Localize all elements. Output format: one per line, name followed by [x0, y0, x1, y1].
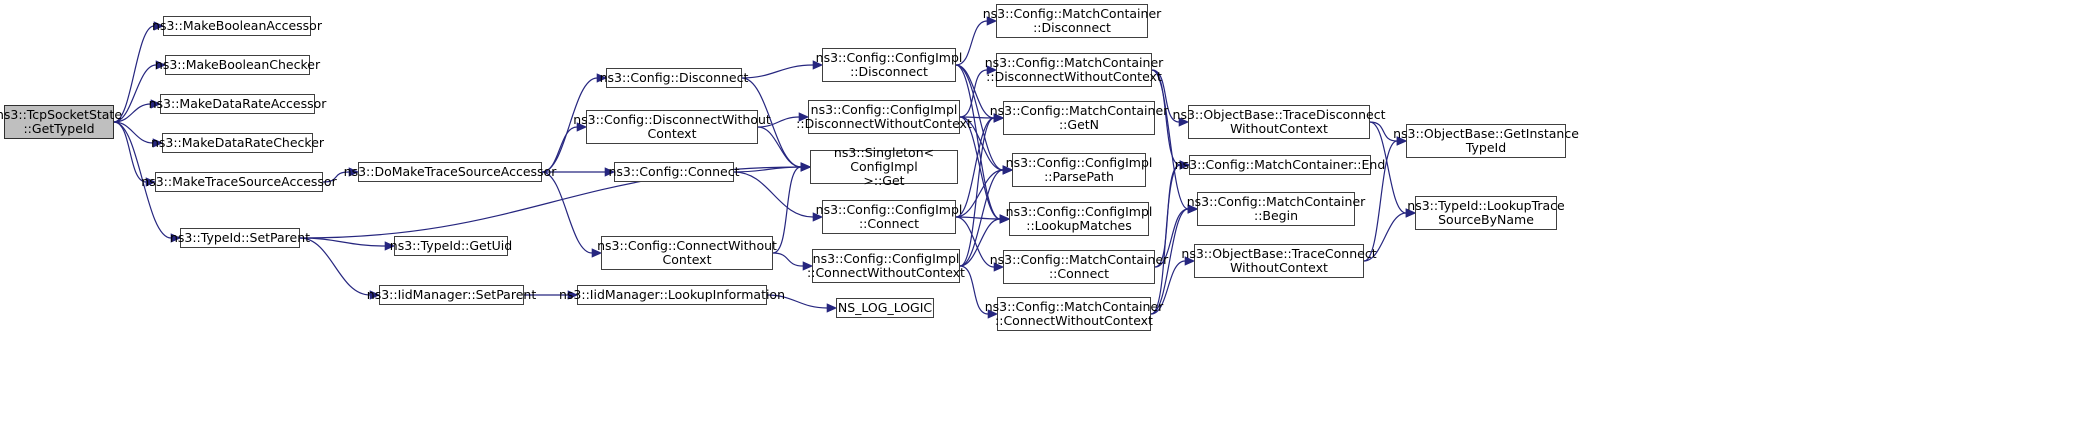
graph-edge — [299, 237, 386, 247]
graph-edge — [741, 64, 814, 79]
graph-node[interactable]: ns3::MakeTraceSourceAccessor — [141, 172, 337, 192]
graph-edge — [959, 117, 995, 267]
graph-node[interactable]: ns3::TypeId::LookupTrace SourceByName — [1407, 196, 1565, 230]
graph-node[interactable]: ns3::Config::Connect — [608, 162, 740, 182]
graph-edge — [541, 171, 593, 254]
graph-node[interactable]: NS_LOG_LOGIC — [836, 298, 934, 318]
graph-node[interactable]: ns3::Config::MatchContainer ::GetN — [990, 101, 1168, 135]
graph-node[interactable]: ns3::Config::ConnectWithout Context — [597, 236, 777, 270]
graph-node[interactable]: ns3::Config::MatchContainer::End — [1175, 155, 1385, 175]
graph-node[interactable]: ns3::Config::ConfigImpl ::Connect — [816, 200, 962, 234]
graph-node[interactable]: ns3::IidManager::SetParent — [367, 285, 536, 305]
graph-node[interactable]: ns3::MakeBooleanAccessor — [152, 16, 322, 36]
graph-edge — [733, 171, 814, 218]
graph-edge — [1151, 69, 1189, 210]
graph-node[interactable]: ns3::MakeDataRateChecker — [151, 133, 324, 153]
graph-node[interactable]: ns3::Config::ConfigImpl ::Disconnect — [816, 48, 962, 82]
graph-edge — [955, 216, 1001, 220]
graph-edge — [955, 64, 1001, 220]
graph-node[interactable]: ns3::Config::ConfigImpl ::DisconnectWith… — [796, 100, 972, 134]
graph-edge — [772, 252, 804, 267]
graph-node[interactable]: ns3::Config::MatchContainer ::Disconnect — [983, 4, 1161, 38]
graph-node[interactable]: ns3::MakeBooleanChecker — [155, 55, 320, 75]
graph-node[interactable]: ns3::Config::MatchContainer ::Begin — [1187, 192, 1365, 226]
graph-node[interactable]: ns3::Singleton< ConfigImpl >::Get — [810, 146, 958, 188]
graph-edge — [955, 169, 1004, 218]
graph-node[interactable]: ns3::Config::ConfigImpl ::LookupMatches — [1006, 202, 1152, 236]
graph-node[interactable]: ns3::MakeDataRateAccessor — [149, 94, 326, 114]
graph-node[interactable]: ns3::Config::MatchContainer ::ConnectWit… — [985, 297, 1163, 331]
graph-edge — [959, 116, 1001, 220]
graph-node[interactable]: ns3::TypeId::GetUid — [390, 236, 512, 256]
graph-node[interactable]: ns3::Config::MatchContainer ::Connect — [990, 250, 1168, 284]
graph-edge — [733, 166, 802, 173]
graph-edge — [1150, 164, 1181, 315]
graph-node[interactable]: ns3::IidManager::LookupInformation — [559, 285, 785, 305]
graph-node[interactable]: ns3::ObjectBase::TraceDisconnect Without… — [1173, 105, 1386, 139]
graph-node[interactable]: ns3::Config::ConfigImpl ::ConnectWithout… — [807, 249, 965, 283]
graph-node[interactable]: ns3::TypeId::SetParent — [170, 228, 310, 248]
graph-edge — [772, 166, 802, 254]
graph-node[interactable]: ns3::Config::Disconnect — [600, 68, 748, 88]
graph-node[interactable]: ns3::Config::MatchContainer ::Disconnect… — [985, 53, 1163, 87]
graph-node[interactable]: ns3::TcpSocketState ::GetTypeId — [0, 105, 122, 139]
graph-node[interactable]: ns3::DoMakeTraceSourceAccessor — [344, 162, 556, 182]
graph-node[interactable]: ns3::ObjectBase::TraceConnect WithoutCon… — [1181, 244, 1377, 278]
graph-node[interactable]: ns3::Config::DisconnectWithout Context — [573, 110, 771, 144]
graph-node[interactable]: ns3::ObjectBase::GetInstance TypeId — [1393, 124, 1579, 158]
graph-node[interactable]: ns3::Config::ConfigImpl ::ParsePath — [1006, 153, 1152, 187]
graph-edge — [299, 237, 371, 296]
